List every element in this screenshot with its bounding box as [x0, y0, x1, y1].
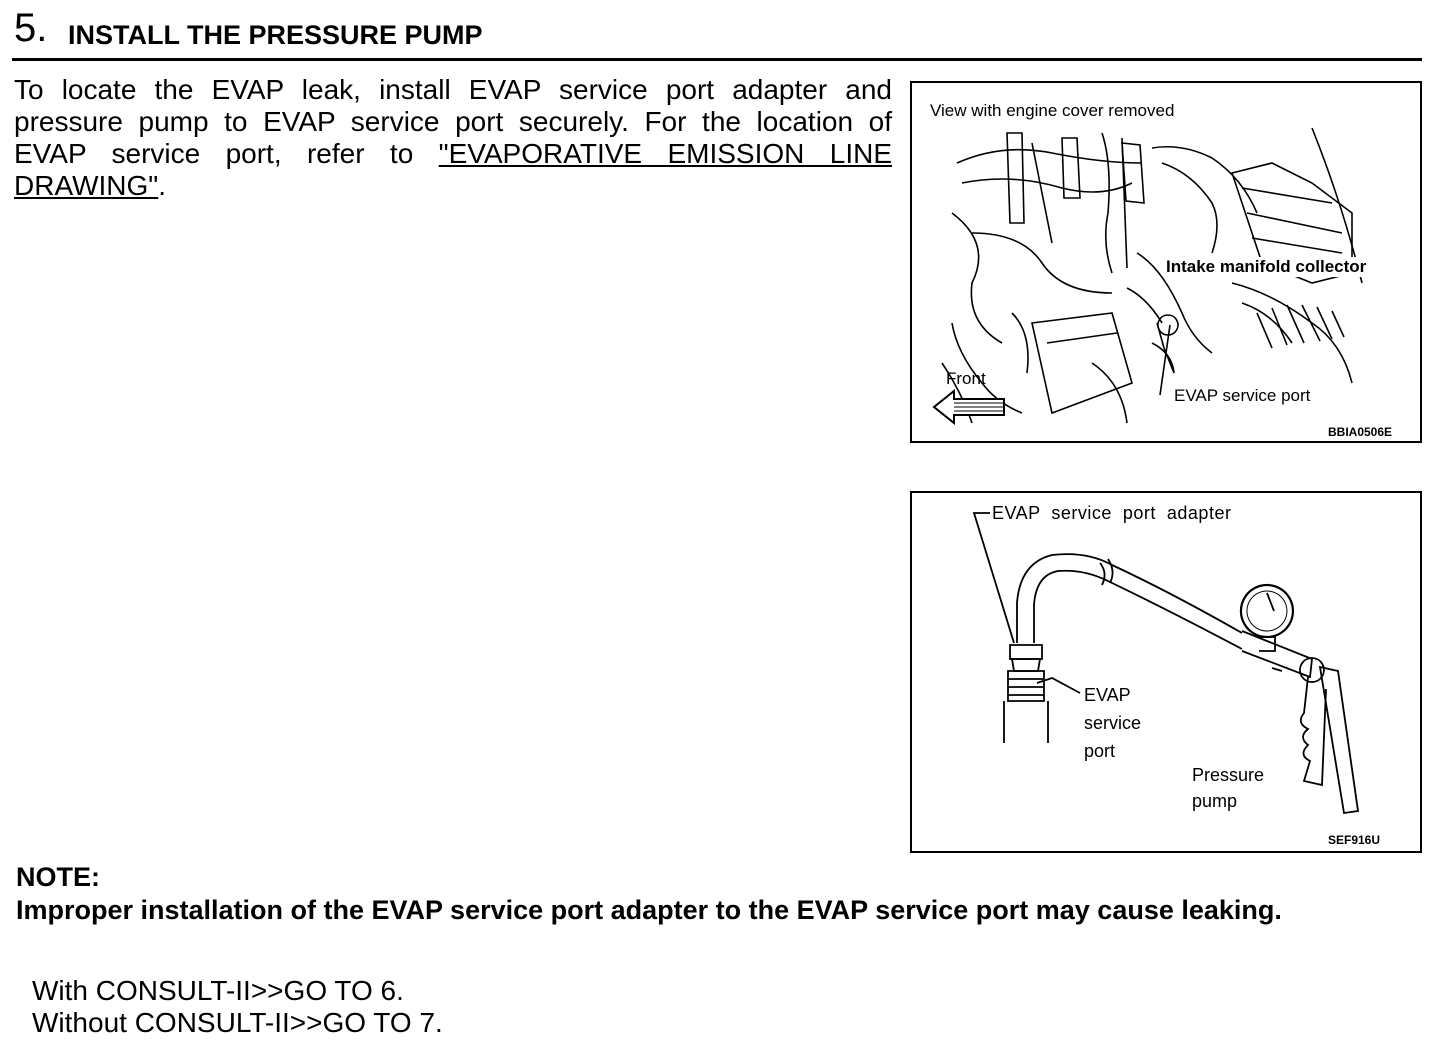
engine-bay-illustration	[932, 127, 1363, 426]
port-label-line2: service	[1084, 713, 1142, 733]
pump-label-line2: pump	[1192, 791, 1238, 811]
branch-with-consult[interactable]: With CONSULT-II>>GO TO 6.	[32, 975, 404, 1006]
note-text: Improper installation of the EVAP servic…	[16, 895, 1282, 925]
note-title: NOTE:	[16, 862, 100, 892]
adapter-label: EVAP service port adapter	[992, 503, 1232, 523]
step-header: 5. INSTALL THE PRESSURE PUMP	[12, 6, 1422, 61]
engine-bay-figure: View with engine cover removed Intake ma…	[910, 81, 1422, 443]
branch-without-consult[interactable]: Without CONSULT-II>>GO TO 7.	[32, 1007, 443, 1038]
instruction-text-end: .	[158, 170, 167, 201]
pressure-pump-illustration	[972, 512, 1360, 815]
step-title: INSTALL THE PRESSURE PUMP	[68, 20, 483, 50]
instruction-text: To locate the EVAP leak, install EVAP se…	[14, 74, 892, 169]
port-label-line3: port	[1084, 741, 1116, 761]
evap-service-port-label: EVAP service port	[1174, 386, 1311, 406]
figure2-code: SEF916U	[1328, 833, 1381, 847]
intake-manifold-label: Intake manifold collector	[1166, 257, 1367, 277]
pressure-pump-figure: EVAP service port adapter EVAP service p…	[910, 491, 1422, 853]
figure1-caption: View with engine cover removed	[930, 101, 1175, 120]
figure1-code: BBIA0506E	[1328, 425, 1393, 439]
evap-line-drawing-link[interactable]: "EVAPORATIVE EMISSION LINE DRAWING"	[14, 138, 892, 201]
step-number: 5.	[14, 6, 48, 50]
pump-label-line1: Pressure	[1192, 765, 1265, 785]
port-label-line1: EVAP	[1084, 685, 1131, 705]
front-label: Front	[946, 369, 986, 388]
instruction-paragraph: To locate the EVAP leak, install EVAP se…	[14, 74, 892, 202]
